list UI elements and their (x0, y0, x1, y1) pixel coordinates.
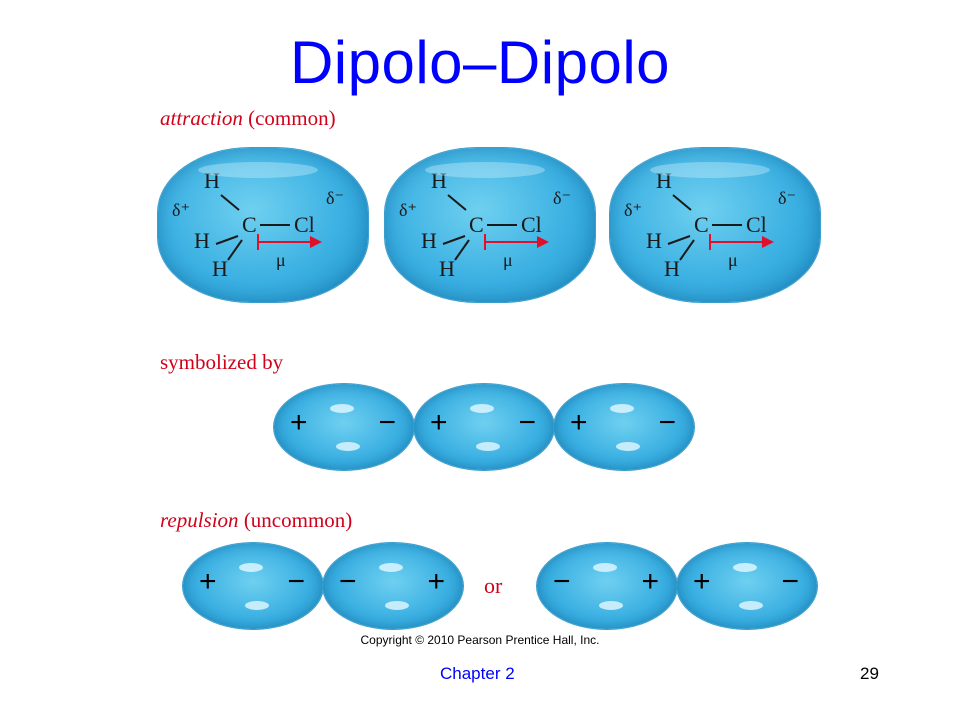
dipole-sym-2: + − (414, 384, 554, 470)
atom-h-left: H (194, 228, 210, 253)
plus-sign: + (430, 406, 448, 439)
dipole-rep-2: − + (323, 543, 463, 629)
atom-c: C (694, 212, 709, 237)
delta-plus: δ⁺ (624, 200, 642, 220)
atom-c: C (469, 212, 484, 237)
atom-h-bottom: H (664, 256, 680, 281)
minus-sign: − (518, 406, 536, 439)
delta-plus: δ⁺ (399, 200, 417, 220)
delta-minus: δ⁻ (326, 188, 344, 208)
minus-sign: − (658, 406, 676, 439)
dipole-arrow-head (310, 236, 322, 248)
delta-minus: δ⁻ (553, 188, 571, 208)
attraction-italic: attraction (160, 106, 243, 130)
atom-h-top: H (431, 168, 447, 193)
plus-sign: + (570, 406, 588, 439)
repulsion-italic: repulsion (160, 508, 239, 532)
repulsion-label: repulsion (uncommon) (160, 508, 352, 533)
blob-highlight (198, 162, 318, 178)
dipole-rep-4: + − (677, 543, 817, 629)
footer-page-number: 29 (860, 664, 879, 683)
dipole-arrow-head (537, 236, 549, 248)
bond-c-h-top (672, 194, 692, 211)
atom-h-bottom: H (212, 256, 228, 281)
attraction-rest: (common) (242, 106, 336, 130)
footer-chapter: Chapter 2 (440, 664, 515, 683)
atom-h-top: H (204, 168, 220, 193)
dipole-sym-3: + − (554, 384, 694, 470)
atom-h-left: H (421, 228, 437, 253)
atom-cl: Cl (521, 212, 542, 237)
atom-cl: Cl (746, 212, 767, 237)
atom-h-top: H (656, 168, 672, 193)
plus-sign: + (427, 565, 445, 598)
copyright-notice: Copyright © 2010 Pearson Prentice Hall, … (360, 633, 600, 647)
blob-highlight (425, 162, 545, 178)
dipole-moment-mu: μ (276, 250, 286, 270)
dipole-moment-mu: μ (503, 250, 513, 270)
delta-plus: δ⁺ (172, 200, 190, 220)
bond-c-h-bottom (227, 239, 243, 261)
atom-c: C (242, 212, 257, 237)
minus-sign: − (553, 565, 571, 598)
dipole-rep-1: + − (183, 543, 323, 629)
atom-h-left: H (646, 228, 662, 253)
bond-c-h-bottom (679, 239, 695, 261)
delta-minus: δ⁻ (778, 188, 796, 208)
dipole-moment-mu: μ (728, 250, 738, 270)
minus-sign: − (339, 565, 357, 598)
minus-sign: − (287, 565, 305, 598)
symbolized-label: symbolized by (160, 350, 284, 374)
attraction-label: attraction (common) (160, 106, 336, 131)
plus-sign: + (641, 565, 659, 598)
dipole-rep-3: − + (537, 543, 677, 629)
dipole-sym-1: + − (274, 384, 414, 470)
atom-h-bottom: H (439, 256, 455, 281)
or-label: or (484, 573, 503, 598)
bond-c-h-left (442, 235, 466, 245)
bond-c-h-left (667, 235, 691, 245)
atom-cl: Cl (294, 212, 315, 237)
plus-sign: + (290, 406, 308, 439)
bond-c-h-left (215, 235, 239, 245)
plus-sign: + (199, 565, 217, 598)
dipole-arrow-head (762, 236, 774, 248)
repulsion-rest: (uncommon) (238, 508, 353, 532)
bond-c-h-top (447, 194, 467, 211)
bond-c-h-bottom (454, 239, 470, 261)
plus-sign: + (693, 565, 711, 598)
blob-highlight (650, 162, 770, 178)
slide-title: Dipolo–Dipolo (289, 29, 671, 96)
minus-sign: − (781, 565, 799, 598)
bond-c-h-top (220, 194, 240, 211)
minus-sign: − (378, 406, 396, 439)
